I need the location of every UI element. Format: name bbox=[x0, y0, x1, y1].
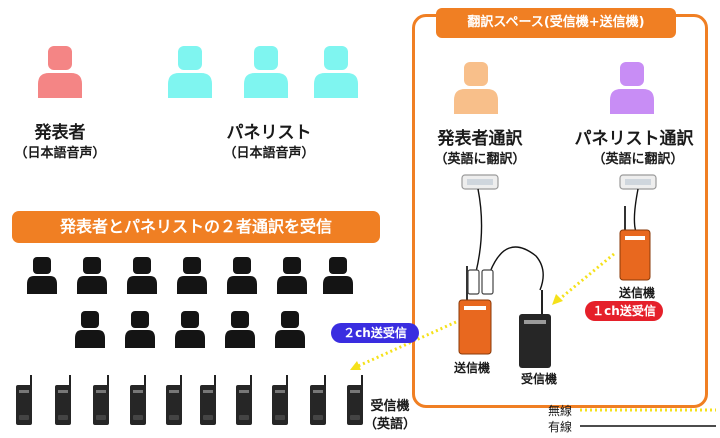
audience-receiver-icon-8 bbox=[272, 375, 288, 425]
mic-cable-left bbox=[475, 188, 483, 273]
transmitter-right-body-icon bbox=[619, 229, 651, 281]
receiver-cable-link bbox=[489, 246, 544, 291]
transmitter-right-antenna bbox=[624, 206, 626, 236]
panelist-person-icon-2 bbox=[244, 46, 288, 98]
presenter-name: 発表者 bbox=[34, 123, 86, 143]
panelist-person-icon-1 bbox=[168, 46, 212, 98]
channel-2-tag: ２ch送受信 bbox=[331, 323, 419, 343]
panelist-person-icon-3 bbox=[314, 46, 358, 98]
panelist-name: パネリスト bbox=[226, 123, 312, 143]
ch1-wireless-arrowhead bbox=[552, 294, 563, 305]
transmitter-connector-b bbox=[481, 269, 494, 295]
receiver-body-icon bbox=[519, 314, 551, 368]
receiver-group-language: （英語） bbox=[364, 417, 417, 432]
presenter-person-icon bbox=[38, 46, 82, 98]
audience-person-icon-r2-3 bbox=[175, 311, 205, 348]
panelist-interpreter-name: パネリスト通訳 bbox=[574, 129, 694, 149]
receiver-badge bbox=[524, 320, 546, 324]
presenter-interpreter-name: 発表者通訳 bbox=[437, 129, 523, 149]
audience-person-icon-r1-7 bbox=[323, 257, 353, 294]
receiver-label: 受信機 bbox=[520, 372, 557, 386]
ch2-wireless-line bbox=[355, 320, 457, 369]
audience-receiver-icon-10 bbox=[347, 375, 363, 425]
audience-receiver-icon-5 bbox=[166, 375, 182, 425]
panelist-language: （日本語音声） bbox=[223, 146, 315, 161]
audience-person-icon-r1-5 bbox=[227, 257, 257, 294]
audience-receiver-icon-1 bbox=[16, 375, 32, 425]
presenter-language: （日本語音声） bbox=[14, 146, 106, 161]
audience-receiver-icon-7 bbox=[236, 375, 252, 425]
audience-person-icon-r2-1 bbox=[75, 311, 105, 348]
audience-receiver-icon-6 bbox=[200, 375, 216, 425]
receiver-antenna bbox=[541, 290, 543, 320]
ch2-wireless-arrowhead bbox=[350, 361, 361, 370]
receiver-group-label: 受信機 bbox=[370, 399, 410, 414]
audience-person-icon-r1-6 bbox=[277, 257, 307, 294]
audience-receiver-icon-9 bbox=[310, 375, 326, 425]
transmitter-antenna bbox=[466, 266, 468, 304]
audience-person-icon-r1-1 bbox=[27, 257, 57, 294]
audience-person-icon-r1-3 bbox=[127, 257, 157, 294]
interpretation-space-title: 翻訳スペース(受信機+送信機) bbox=[436, 8, 676, 38]
transmitter-right-badge bbox=[625, 236, 645, 240]
legend-wired-label: 有線 bbox=[548, 420, 573, 434]
audience-person-icon-r1-4 bbox=[177, 257, 207, 294]
channel-1-tag: １ch送受信 bbox=[585, 301, 663, 321]
legend-wireless-label: 無線 bbox=[548, 404, 573, 418]
dual-interpretation-banner: 発表者とパネリストの２者通訳を受信 bbox=[12, 211, 380, 243]
presenter-interpreter-language: （英語に翻訳） bbox=[434, 152, 526, 167]
audience-person-icon-r2-2 bbox=[125, 311, 155, 348]
audience-receiver-icon-3 bbox=[93, 375, 109, 425]
audience-person-icon-r2-4 bbox=[225, 311, 255, 348]
audience-person-icon-r1-2 bbox=[77, 257, 107, 294]
transmitter-body-icon bbox=[458, 299, 492, 355]
transmitter-label-right: 送信機 bbox=[618, 286, 655, 300]
audience-receiver-icon-4 bbox=[130, 375, 146, 425]
audience-receiver-icon-2 bbox=[55, 375, 71, 425]
transmitter-badge bbox=[464, 306, 486, 310]
audience-person-icon-r2-5 bbox=[275, 311, 305, 348]
interpretation-space-frame bbox=[412, 14, 708, 408]
transmitter-label: 送信機 bbox=[453, 361, 490, 375]
panelist-interpreter-language: （英語に翻訳） bbox=[592, 152, 684, 167]
